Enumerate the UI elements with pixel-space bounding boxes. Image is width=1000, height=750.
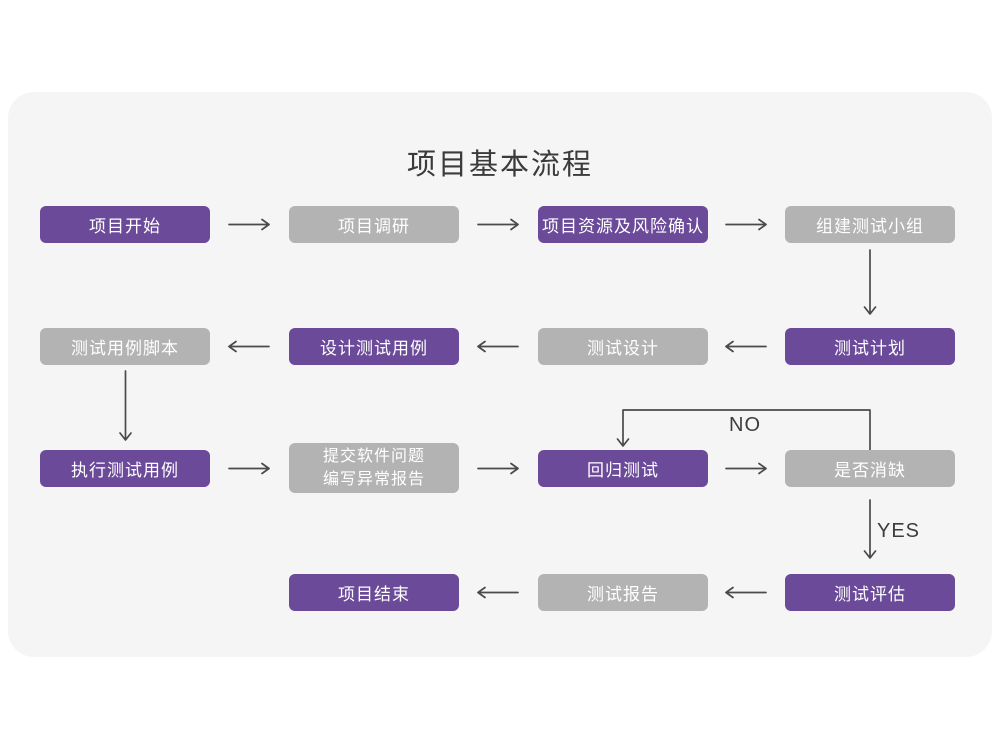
node-project-start: 项目开始 [40, 206, 210, 243]
node-test-design: 测试设计 [538, 328, 708, 365]
node-label-line1: 提交软件问题 [322, 448, 425, 465]
node-label: 测试计划 [834, 339, 906, 358]
node-label: 测试评估 [834, 585, 906, 604]
node-label: 执行测试用例 [71, 461, 179, 480]
node-execute-test-cases: 执行测试用例 [40, 450, 210, 487]
node-label: 测试设计 [587, 339, 659, 358]
edge-label-yes: YES [877, 520, 921, 542]
node-resource-risk-confirm: 项目资源及风险确认 [538, 206, 708, 243]
node-project-end: 项目结束 [289, 574, 459, 611]
node-submit-issues: 提交软件问题 编写异常报告 [289, 443, 459, 493]
node-label: 项目调研 [338, 217, 410, 236]
chart-title: 项目基本流程 [406, 149, 593, 181]
node-test-report: 测试报告 [538, 574, 708, 611]
node-test-evaluation: 测试评估 [785, 574, 955, 611]
node-label: 测试报告 [587, 585, 659, 604]
node-test-plan: 测试计划 [785, 328, 955, 365]
node-defect-cleared: 是否消缺 [785, 450, 955, 487]
node-label: 设计测试用例 [320, 339, 428, 358]
node-form-test-team: 组建测试小组 [785, 206, 955, 243]
node-label: 组建测试小组 [816, 217, 924, 236]
node-label: 测试用例脚本 [71, 339, 179, 358]
node-label: 项目资源及风险确认 [542, 217, 704, 236]
node-project-research: 项目调研 [289, 206, 459, 243]
node-label: 项目开始 [89, 217, 161, 236]
flowchart-card [8, 92, 992, 657]
node-label-line2: 编写异常报告 [322, 471, 425, 488]
node-test-case-script: 测试用例脚本 [40, 328, 210, 365]
node-label: 回归测试 [587, 461, 659, 480]
node-label: 项目结束 [338, 585, 410, 604]
node-regression-test: 回归测试 [538, 450, 708, 487]
node-label: 是否消缺 [834, 461, 906, 480]
node-design-test-cases: 设计测试用例 [289, 328, 459, 365]
edge-label-no: NO [729, 414, 761, 436]
